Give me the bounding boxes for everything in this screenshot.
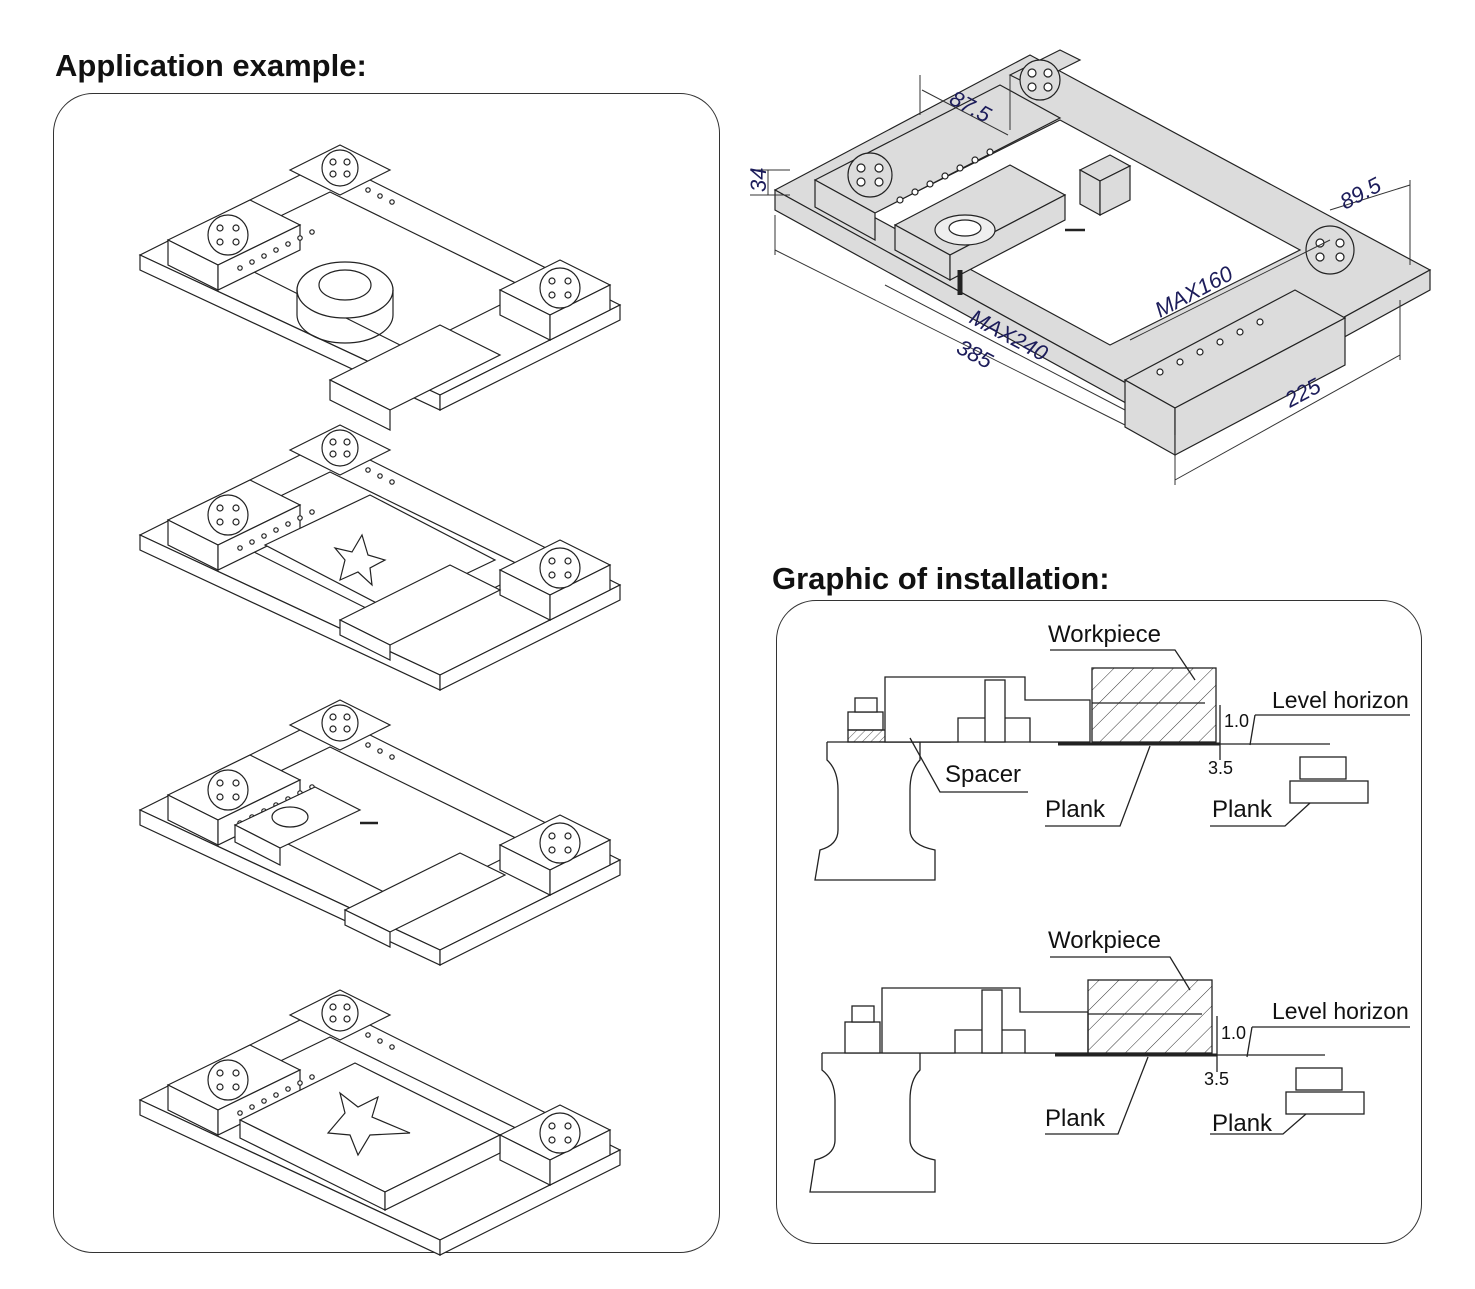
plank-label-top-right: Plank — [1212, 796, 1273, 823]
gap-3-5-label-top: 3.5 — [1208, 758, 1233, 778]
installation-view-with-spacer — [814, 649, 1410, 881]
application-example-heading: Application example: — [55, 48, 367, 83]
installation-graphic-heading: Graphic of installation: — [772, 561, 1110, 596]
plank-label-top-left: Plank — [1045, 796, 1106, 823]
gap-1-0-label-top: 1.0 — [1224, 711, 1249, 731]
application-example-2 — [139, 424, 621, 691]
application-example-4 — [139, 989, 621, 1256]
application-example-3 — [139, 699, 621, 966]
workpiece-label-top: Workpiece — [1048, 621, 1161, 648]
workpiece-label-bottom: Workpiece — [1048, 927, 1161, 954]
dimensioned-fixture-drawing — [750, 49, 1432, 485]
installation-view-without-spacer — [809, 956, 1410, 1193]
dimension-34: 34 — [746, 168, 771, 192]
level-horizon-label-bottom: Level horizon — [1272, 998, 1409, 1024]
gap-1-0-label-bottom: 1.0 — [1221, 1023, 1246, 1043]
plank-label-bottom-left: Plank — [1045, 1105, 1106, 1132]
plank-label-bottom-right: Plank — [1212, 1110, 1273, 1137]
spacer-label: Spacer — [945, 761, 1021, 788]
level-horizon-label-top: Level horizon — [1272, 687, 1409, 713]
application-example-1 — [139, 144, 621, 431]
gap-3-5-label-bottom: 3.5 — [1204, 1069, 1229, 1089]
dimension-89-5: 89.5 — [1336, 172, 1386, 215]
